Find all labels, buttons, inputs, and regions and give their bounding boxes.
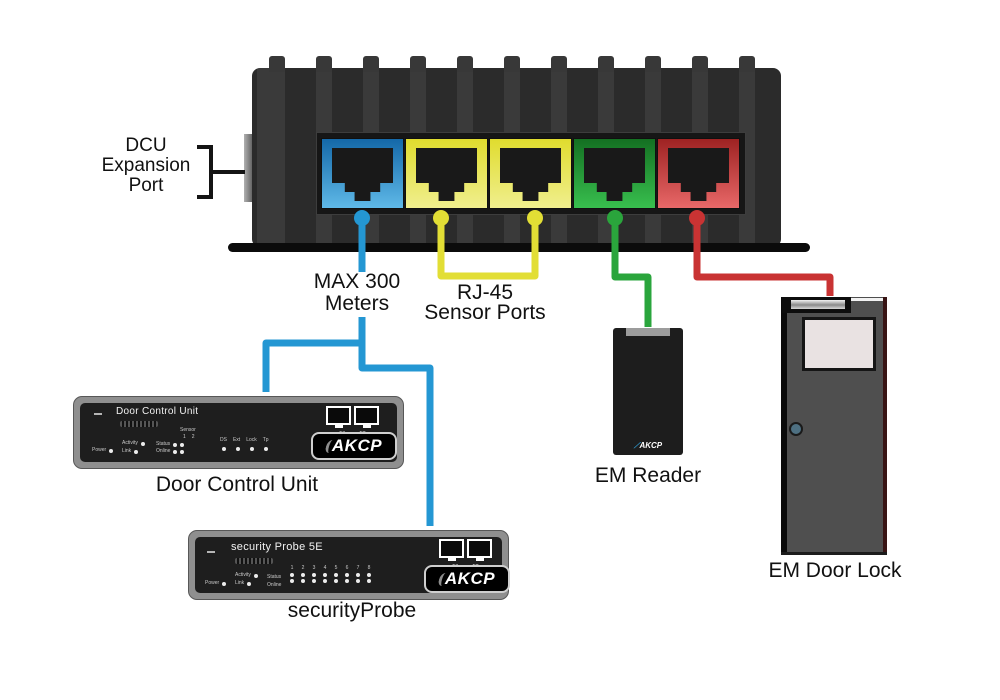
eth-jack-e2 (354, 406, 379, 425)
cable-blue-to-probe (358, 317, 434, 526)
rj45-ports-panel (316, 132, 746, 215)
heatsink-fin (457, 56, 473, 72)
em-door-lock (781, 297, 887, 555)
heatsink-fin (645, 56, 661, 72)
reader-caption: EM Reader (594, 464, 702, 487)
cable-plug-yellow-1 (433, 210, 449, 226)
akcp-logo: AKCP (424, 565, 510, 593)
max-distance-label: MAX 300 Meters (313, 270, 401, 315)
door-lock-caption: EM Door Lock (768, 559, 902, 582)
barcode-label (120, 421, 158, 427)
eth-jack-e1 (326, 406, 351, 425)
device-face: security Probe 5E Power Activity Link St… (195, 537, 510, 593)
dcu-expansion-device (244, 56, 781, 247)
logo-accent: ⟋ (633, 441, 640, 450)
expansion-bracket (197, 145, 245, 199)
power-led: Power (92, 447, 114, 454)
heatsink-fin (739, 56, 755, 72)
akcp-logo-small: ⟋AKCP (633, 441, 663, 450)
sensor-port-yellow-2 (489, 138, 572, 209)
relay-led-block: DS Ext Lock Tp (220, 437, 269, 451)
barcode-label (235, 558, 273, 564)
reader-port-green (573, 138, 656, 209)
sensor-ports-label: RJ-45 Sensor Ports (424, 281, 546, 324)
heatsink-fin (316, 56, 332, 72)
cable-green-to-reader (611, 218, 652, 327)
em-reader: ⟋AKCP (613, 328, 683, 455)
cable-plug-yellow-2 (527, 210, 543, 226)
status-online-labels: Status Online (267, 574, 282, 588)
cable-plug-blue (354, 210, 370, 226)
em-lock-bar (791, 300, 845, 309)
device-title: security Probe 5E (231, 541, 323, 553)
device-title: Door Control Unit (116, 406, 199, 417)
heatsink-fin (692, 56, 708, 72)
door-knob (789, 422, 803, 436)
heatsink-fin (269, 56, 285, 72)
lock-port-red (657, 138, 740, 209)
probe-caption: securityProbe (287, 599, 417, 622)
cable-plug-red (689, 210, 705, 226)
device-base-bar (228, 243, 810, 252)
sensor-led-block: Sensor 1 2 Status Online (156, 427, 196, 454)
heatsink-fin (363, 56, 379, 72)
activity-link-leds: Activity Link (122, 440, 145, 455)
expansion-port-blue (321, 138, 404, 209)
door-control-unit-device: Door Control Unit Power Activity Link Se… (73, 396, 404, 469)
cable-red-to-lock (693, 218, 834, 296)
door-window (802, 317, 876, 371)
channel-led-grid: 1 2 3 4 5 6 7 8 (287, 565, 374, 583)
face-dash (207, 551, 215, 553)
akcp-logo: AKCP (311, 432, 397, 460)
power-led: Power (205, 580, 227, 587)
sensor-port-yellow-1 (405, 138, 488, 209)
cable-yellow-bracket (437, 218, 539, 280)
cable-plug-green (607, 210, 623, 226)
dcu-caption: Door Control Unit (155, 473, 319, 496)
activity-link-leds: Activity Link (235, 572, 258, 587)
reader-swipe-slot (626, 328, 670, 336)
cable-blue-to-dcu (262, 339, 362, 392)
heatsink-fin (598, 56, 614, 72)
device-face: Door Control Unit Power Activity Link Se… (80, 403, 397, 462)
heatsink-fin (551, 56, 567, 72)
expansion-port-label: DCU Expansion Port (101, 135, 191, 196)
face-dash (94, 413, 102, 415)
heatsink-fin (410, 56, 426, 72)
door-top-light (851, 298, 883, 301)
heatsink-fin (504, 56, 520, 72)
eth-jack-e2 (467, 539, 492, 558)
em-lock-magnet (782, 297, 851, 313)
eth-jack-e1 (439, 539, 464, 558)
door-frame-left (781, 297, 787, 552)
security-probe-device: security Probe 5E Power Activity Link St… (188, 530, 510, 600)
expansion-port-tab (244, 134, 252, 202)
door-frame-right (883, 297, 887, 552)
